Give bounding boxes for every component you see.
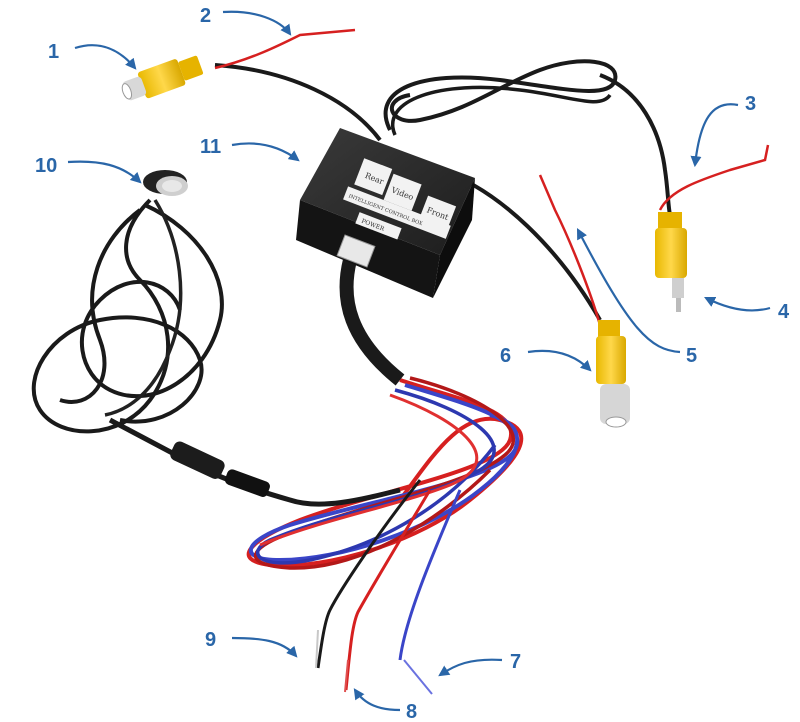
callout-1: 1	[48, 41, 59, 63]
callout-2: 2	[200, 5, 211, 27]
rca-connector-1	[121, 55, 204, 101]
wire-bundle	[246, 376, 524, 695]
main-cable-sleeve	[339, 258, 405, 386]
callout-3: 3	[745, 93, 756, 115]
callout-labels: 1 2 3 4 5 6 7 8 9 10 11	[35, 5, 790, 722]
rca-connector-3	[655, 212, 687, 312]
control-box: Rear Video Front INTELLIGENT CONTROL BOX…	[296, 128, 475, 298]
callout-7: 7	[510, 651, 521, 673]
callout-8: 8	[406, 701, 417, 722]
callout-6: 6	[500, 345, 511, 367]
rca-connector-6	[596, 320, 630, 428]
callout-arrows	[67, 10, 771, 712]
red-wire-stubs	[214, 28, 770, 326]
callout-4: 4	[778, 301, 790, 323]
callout-11: 11	[200, 136, 221, 158]
callout-9: 9	[205, 629, 216, 651]
sensor-cable-coil	[31, 198, 401, 507]
sensor-head	[143, 170, 188, 196]
callout-10: 10	[35, 155, 57, 177]
callout-5: 5	[686, 345, 697, 367]
